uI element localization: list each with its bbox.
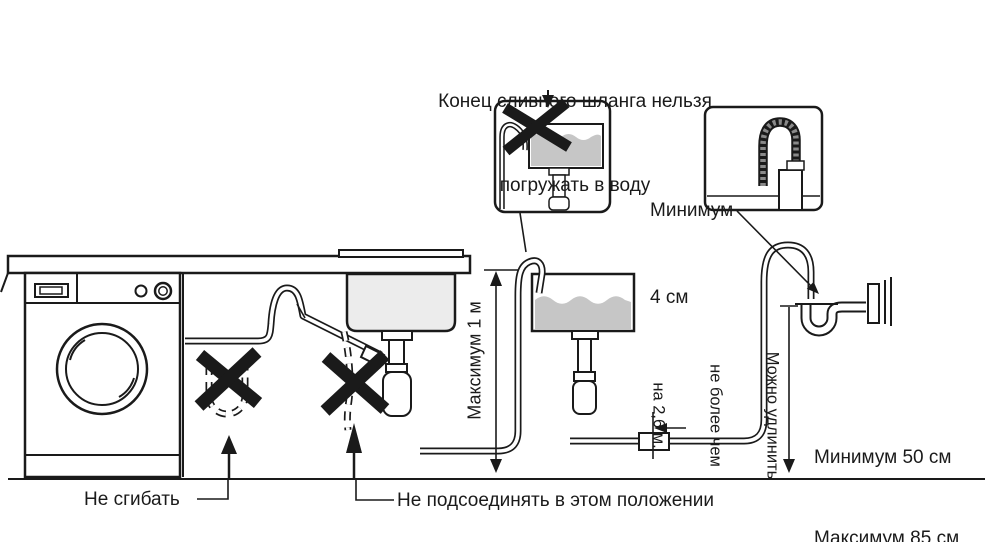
sink-under-counter xyxy=(345,272,457,417)
inset-standpipe xyxy=(778,169,803,211)
title: Конец сливного шланга нельзя погружать в… xyxy=(395,32,755,256)
bottle-trap-middle xyxy=(572,380,597,415)
dimension-line-standpipe-height xyxy=(780,305,798,473)
prohibition-x-icon xyxy=(194,347,263,411)
extended-drain-hose xyxy=(570,241,815,445)
title-line-2: погружать в воду xyxy=(499,175,651,196)
wall-flange xyxy=(867,283,880,324)
label-min-4cm: Минимум 4 см xyxy=(650,200,734,308)
label-no-connect: Не подсоединять в этом положении xyxy=(397,490,715,511)
leader-no-bend xyxy=(197,479,229,500)
knob-small xyxy=(134,284,148,298)
inset-submerged-hose xyxy=(493,98,612,214)
leader-inset-standpipe xyxy=(736,210,819,294)
washing-machine xyxy=(23,271,182,479)
label-no-bend: Не сгибать xyxy=(84,489,180,510)
label-max-1m: Максимум 1 м xyxy=(464,301,485,420)
hose-clamp xyxy=(296,303,306,319)
dimension-line-max-1m xyxy=(484,269,518,473)
leader-no-connect xyxy=(355,479,394,501)
down-arrow xyxy=(542,90,554,108)
leader-inset-submerged xyxy=(519,212,527,253)
up-arrow xyxy=(346,423,362,478)
label-extension-2-6m: Можно удлинить не более чем на 2,6 м. xyxy=(649,351,782,480)
bottle-trap-left xyxy=(382,371,412,417)
hose-over-sink-rim xyxy=(420,257,546,455)
up-arrow xyxy=(221,435,237,478)
label-min-50cm: Минимум 50 см xyxy=(814,447,952,468)
inset-standpipe-hook xyxy=(703,105,824,212)
label-max-85cm: Максимум 85 см xyxy=(814,528,960,542)
extension-connector xyxy=(638,412,686,459)
hanging-hose-dashed xyxy=(340,331,354,431)
countertop xyxy=(0,249,472,293)
prohibition-x-icon xyxy=(502,98,572,156)
washer-door xyxy=(55,322,149,416)
standpipe-trap xyxy=(795,277,892,337)
prohibition-x-icon xyxy=(320,350,390,416)
sink-with-water xyxy=(530,272,636,415)
label-standpipe-height: Минимум 50 см Максимум 85 см xyxy=(814,390,959,542)
title-line-1: Конец сливного шланга нельзя xyxy=(438,91,712,112)
